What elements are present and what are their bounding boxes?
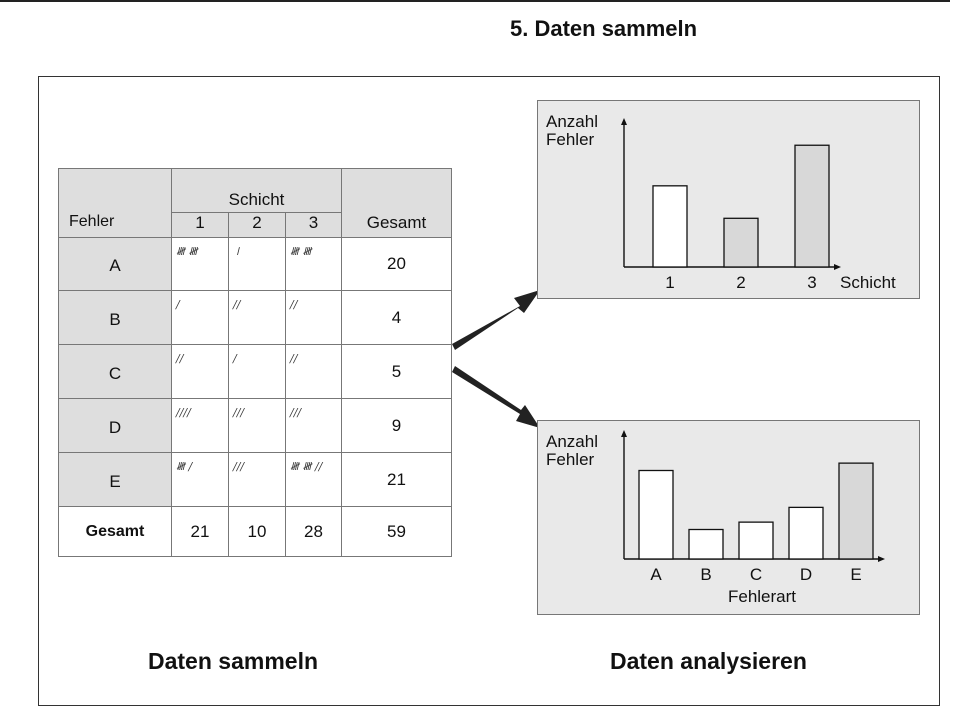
- total-row-label: Gesamt: [58, 506, 172, 557]
- y-axis-arrowhead: [621, 118, 627, 125]
- y-axis-label: Fehler: [546, 130, 595, 149]
- page-heading: 5. Daten sammeln: [510, 16, 698, 41]
- tally-marks: //: [285, 344, 342, 399]
- top-rule: [0, 0, 950, 2]
- tally-marks: 𝍸 𝍸: [171, 237, 229, 291]
- row-total: 20: [341, 237, 452, 291]
- x-tick-label: A: [650, 565, 662, 584]
- bar: [838, 462, 874, 560]
- caption-analyze: Daten analysieren: [610, 648, 807, 674]
- x-axis-label: Fehlerart: [728, 587, 796, 606]
- row-label: C: [58, 344, 172, 399]
- x-tick-label: 1: [665, 273, 674, 292]
- tally-marks: 𝍷: [228, 237, 286, 291]
- row-label: A: [58, 237, 172, 291]
- bar: [794, 144, 830, 268]
- header-shift-2: 2: [228, 212, 286, 238]
- tally-marks: 𝍸 𝍸 //: [285, 452, 342, 507]
- x-tick-label: E: [850, 565, 861, 584]
- tally-marks: 𝍸 /: [171, 452, 229, 507]
- shift-total: 10: [228, 506, 286, 557]
- tally-marks: ///: [285, 398, 342, 453]
- row-total: 9: [341, 398, 452, 453]
- row-total: 21: [341, 452, 452, 507]
- x-tick-label: 3: [807, 273, 816, 292]
- y-axis-arrowhead: [621, 430, 627, 437]
- table-row: A 𝍸 𝍸 𝍷 𝍸 𝍸 20: [58, 237, 452, 291]
- bar: [638, 469, 674, 560]
- header-shift-1: 1: [171, 212, 229, 238]
- tally-marks: 𝍸 𝍸: [285, 237, 342, 291]
- table-row: C // / // 5: [58, 344, 452, 399]
- row-total: 4: [341, 290, 452, 345]
- x-tick-label: 2: [736, 273, 745, 292]
- x-tick-label: C: [750, 565, 762, 584]
- x-axis-arrowhead: [878, 556, 885, 562]
- arrow-to-defect-chart: [452, 366, 540, 428]
- arrow-to-shift-chart: [452, 290, 540, 350]
- table-row: B / // // 4: [58, 290, 452, 345]
- row-label: E: [58, 452, 172, 507]
- header-fehler: Fehler: [58, 168, 172, 238]
- table-row: E 𝍸 / /// 𝍸 𝍸 // 21: [58, 452, 452, 507]
- row-label: D: [58, 398, 172, 453]
- figure-frame: [38, 76, 940, 706]
- tally-marks: /: [228, 344, 286, 399]
- header-shift-3: 3: [285, 212, 342, 238]
- y-axis-label: Anzahl: [546, 432, 598, 451]
- caption-collect: Daten sammeln: [148, 648, 319, 674]
- bar: [738, 521, 774, 560]
- y-axis-label: Fehler: [546, 450, 595, 469]
- bar: [723, 217, 759, 268]
- x-axis-label: Schicht: [840, 273, 896, 292]
- bar: [688, 528, 724, 560]
- row-total: 5: [341, 344, 452, 399]
- table-total-row: Gesamt 21 10 28 59: [58, 506, 452, 557]
- x-axis-arrowhead: [834, 264, 841, 270]
- row-label: B: [58, 290, 172, 345]
- y-axis-label: Anzahl: [546, 112, 598, 131]
- table-row: D //// /// /// 9: [58, 398, 452, 453]
- bar: [788, 506, 824, 560]
- tally-sheet-table: Fehler Schicht Gesamt 1 2 3 A 𝍸 𝍸 𝍷 𝍸 𝍸 …: [58, 168, 452, 557]
- bar: [652, 185, 688, 268]
- grand-total: 59: [341, 506, 452, 557]
- header-gesamt: Gesamt: [341, 168, 452, 238]
- x-tick-label: D: [800, 565, 812, 584]
- x-tick-label: B: [700, 565, 711, 584]
